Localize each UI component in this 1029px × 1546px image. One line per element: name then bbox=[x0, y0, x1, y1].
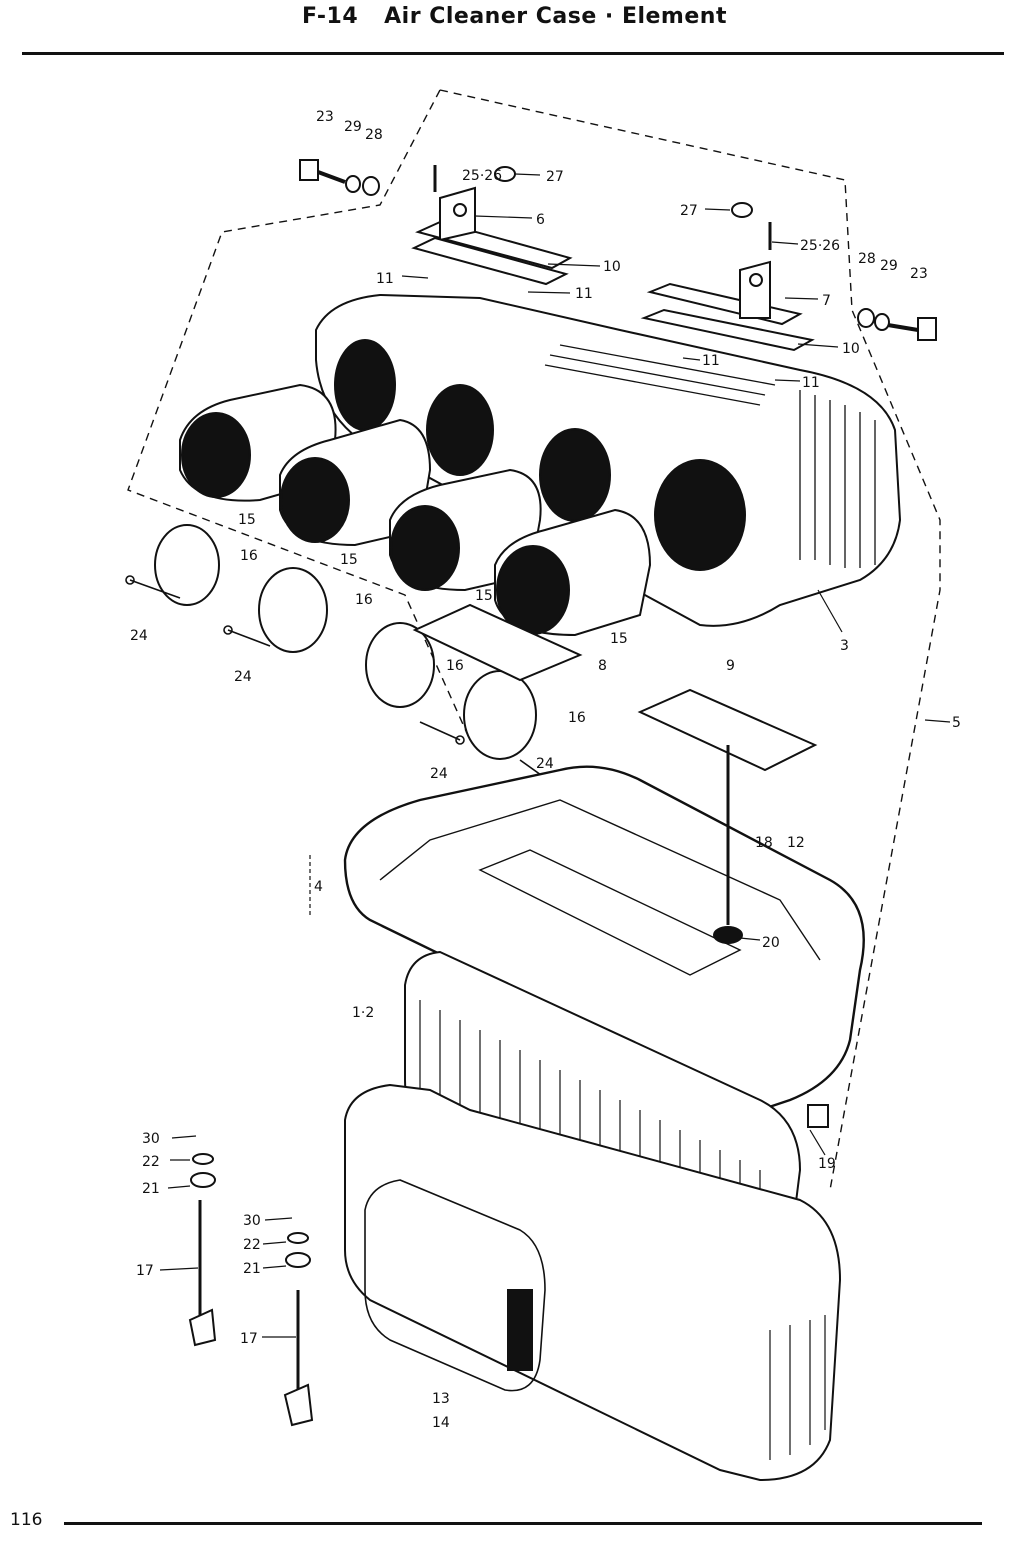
callout-label: 15 bbox=[610, 631, 628, 647]
callout-label: 5 bbox=[952, 715, 961, 731]
callout-label: 21 bbox=[243, 1261, 261, 1277]
callout-label: 6 bbox=[536, 212, 545, 228]
callout-label: 15 bbox=[340, 552, 358, 568]
callout-label: 12 bbox=[787, 835, 805, 851]
clamp-screws bbox=[125, 575, 560, 790]
callout-label: 8 bbox=[598, 658, 607, 674]
intake-hoses bbox=[179, 383, 652, 637]
callout-label: 1·2 bbox=[352, 1005, 374, 1021]
callout-label: 10 bbox=[842, 341, 860, 357]
callout-label: 11 bbox=[702, 353, 720, 369]
callout-label: 14 bbox=[432, 1415, 450, 1431]
bolt-23-right bbox=[857, 308, 937, 341]
wing-bolt-right bbox=[283, 1232, 314, 1427]
cleaner-cover bbox=[343, 765, 865, 1112]
nut-27-right bbox=[731, 202, 753, 218]
callout-label: 29 bbox=[880, 258, 898, 274]
callout-label: 17 bbox=[136, 1263, 154, 1279]
callout-label: 16 bbox=[355, 592, 373, 608]
callout-label: 11 bbox=[376, 271, 394, 287]
callout-label: 25·26 bbox=[800, 238, 840, 254]
callout-label: 11 bbox=[802, 375, 820, 391]
callout-label: 27 bbox=[546, 169, 564, 185]
washer-20 bbox=[713, 926, 743, 944]
callout-label: 21 bbox=[142, 1181, 160, 1197]
callout-label: 16 bbox=[240, 548, 258, 564]
wing-bolt-left bbox=[188, 1153, 217, 1347]
callout-label: 22 bbox=[142, 1154, 160, 1170]
callout-label: 9 bbox=[726, 658, 735, 674]
assembly-boundary-line-right bbox=[439, 89, 941, 1191]
callout-label: 28 bbox=[365, 127, 383, 143]
lower-case bbox=[344, 1083, 842, 1482]
callout-label: 24 bbox=[130, 628, 148, 644]
footer-rule bbox=[64, 1522, 982, 1525]
callout-label: 24 bbox=[234, 669, 252, 685]
callout-label: 11 bbox=[575, 286, 593, 302]
callout-label: 10 bbox=[603, 259, 621, 275]
callout-label: 7 bbox=[822, 293, 831, 309]
callout-label: 15 bbox=[475, 588, 493, 604]
callout-label: 25·26 bbox=[462, 168, 502, 184]
callout-label: 15 bbox=[238, 512, 256, 528]
callout-label: 13 bbox=[432, 1391, 450, 1407]
callout-label: 24 bbox=[430, 766, 448, 782]
callout-label: 24 bbox=[536, 756, 554, 772]
callout-label: 30 bbox=[243, 1213, 261, 1229]
callout-label: 30 bbox=[142, 1131, 160, 1147]
callout-label: 3 bbox=[840, 638, 849, 654]
page-number: 116 bbox=[10, 1510, 43, 1530]
callout-label: 18 bbox=[755, 835, 773, 851]
assembly-boundary-line bbox=[127, 89, 471, 741]
callout-label: 23 bbox=[910, 266, 928, 282]
callout-label: 17 bbox=[240, 1331, 258, 1347]
callout-label: 4 bbox=[314, 879, 323, 895]
callout-label: 22 bbox=[243, 1237, 261, 1253]
bracket-6 bbox=[411, 186, 573, 286]
callout-label: 28 bbox=[858, 251, 876, 267]
callout-label: 16 bbox=[568, 710, 586, 726]
callout-label: 20 bbox=[762, 935, 780, 951]
figure-code: F-14 bbox=[302, 4, 359, 29]
callout-label: 16 bbox=[446, 658, 464, 674]
bracket-7 bbox=[640, 260, 815, 352]
header-rule bbox=[22, 52, 1004, 55]
plate-9 bbox=[637, 688, 818, 772]
callout-label: 23 bbox=[316, 109, 334, 125]
callout-label: 27 bbox=[680, 203, 698, 219]
bolt-23-left bbox=[299, 159, 380, 196]
callout-label: 29 bbox=[344, 119, 362, 135]
nut-19 bbox=[807, 1104, 829, 1128]
callout-label: 19 bbox=[818, 1156, 836, 1172]
page-title: F-14 Air Cleaner Case · Element bbox=[0, 4, 1029, 29]
figure-title: Air Cleaner Case · Element bbox=[384, 4, 727, 29]
plate-8 bbox=[412, 603, 583, 682]
